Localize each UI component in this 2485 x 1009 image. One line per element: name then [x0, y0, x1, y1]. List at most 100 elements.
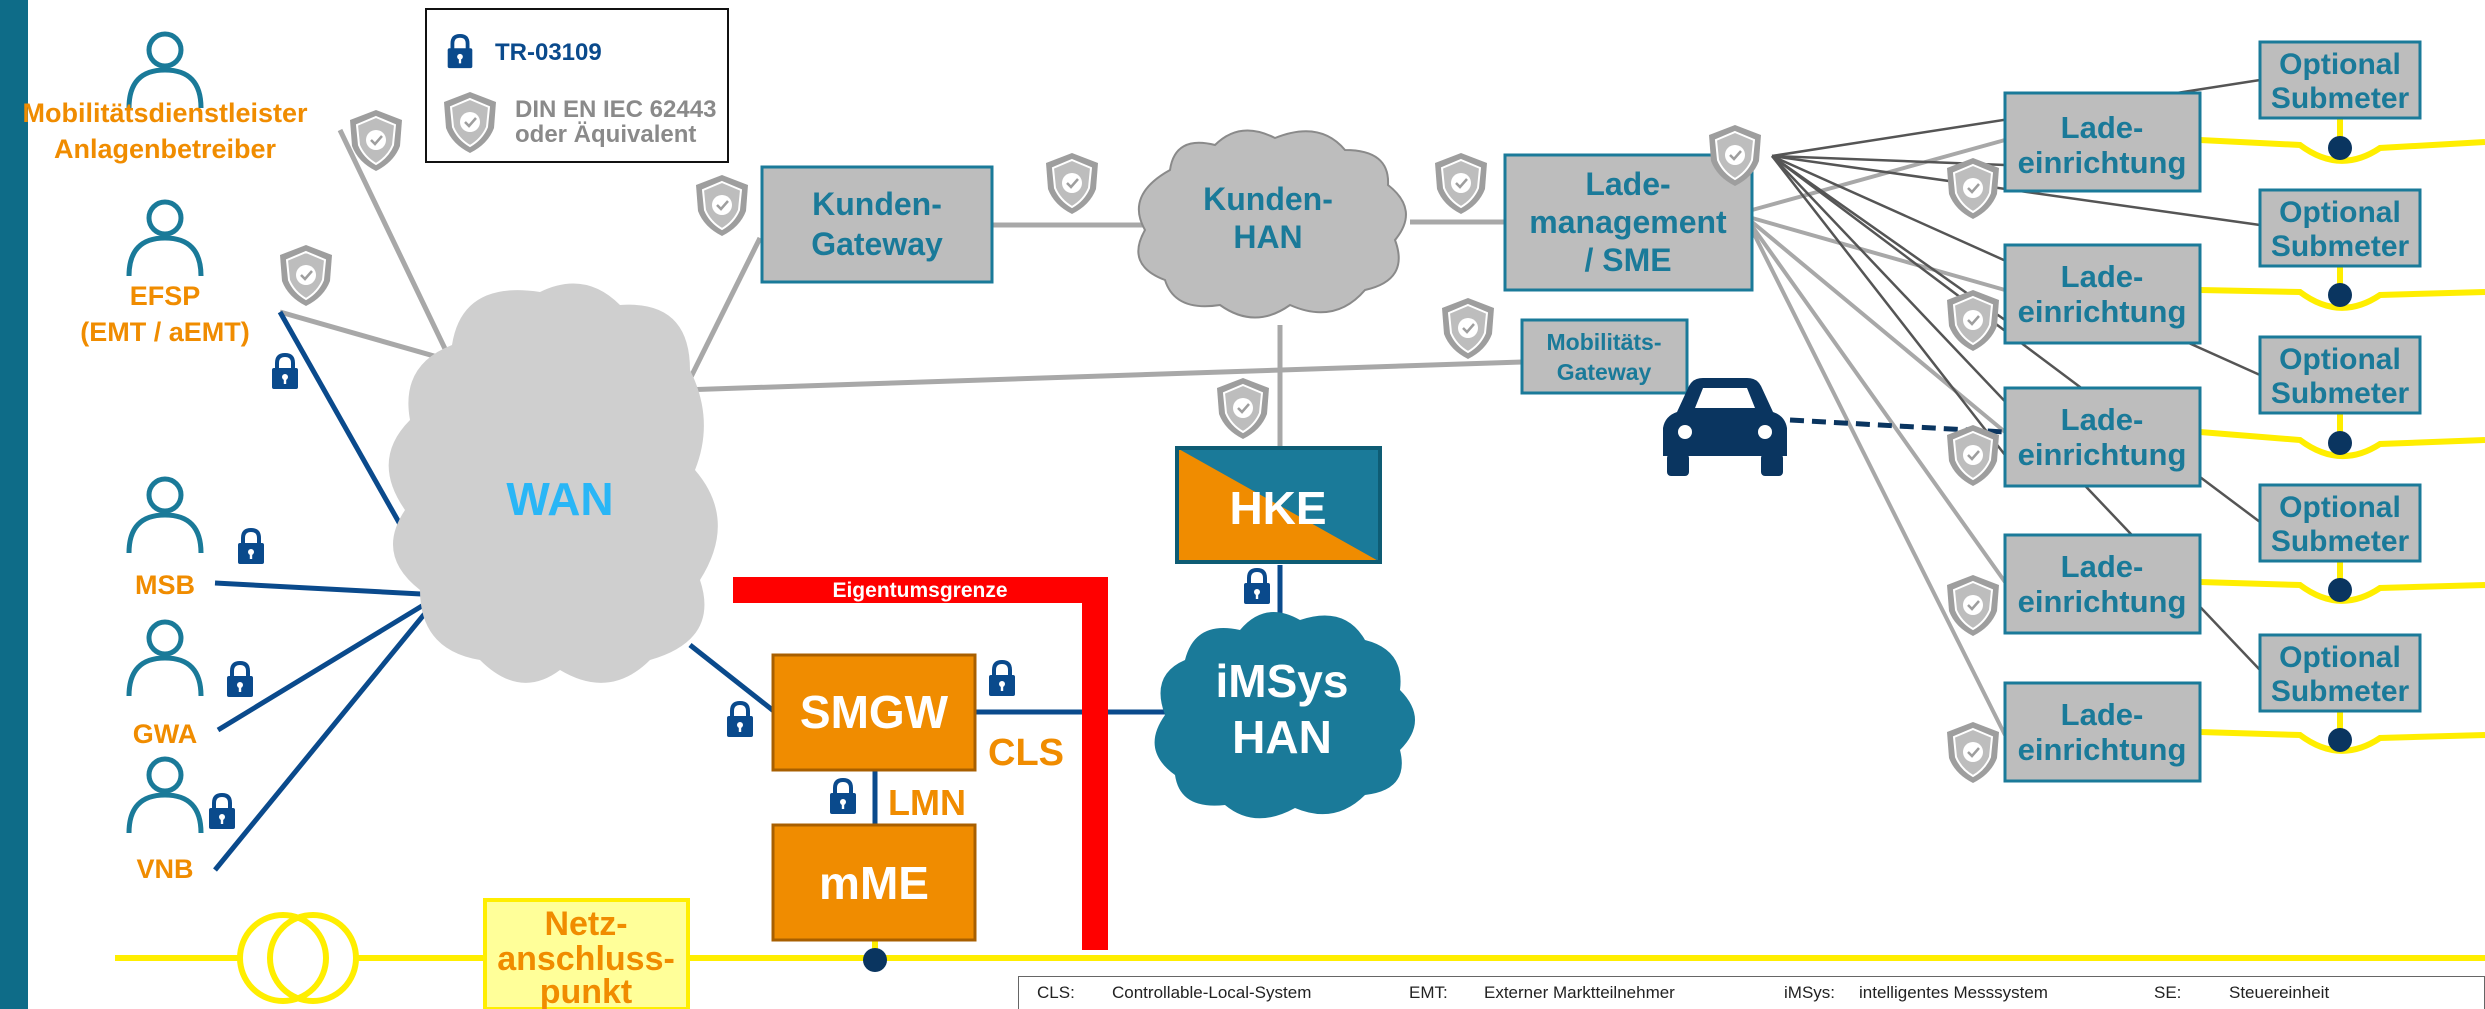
submeter-4-dot [2328, 578, 2352, 602]
lade-2[interactable]: Lade- einrichtung [2003, 243, 2202, 345]
submeter-2-dot [2328, 283, 2352, 307]
kunden-gateway-box[interactable] [760, 165, 994, 284]
legend-lock-label: TR-03109 [495, 38, 602, 66]
mobilitaets-gateway-label-1: Mobilitäts- [1547, 329, 1662, 355]
shield-icon-kunden-gateway-han [1044, 151, 1100, 216]
submeter-4[interactable]: Optional Submeter [2258, 483, 2422, 563]
submeter-5-label-2: Submeter [2271, 675, 2410, 708]
shield-icon-lade-5 [1945, 720, 2001, 785]
submeter-1-label-1: Optional [2279, 48, 2401, 81]
lock-icon-gwa [225, 661, 255, 699]
mme-box[interactable] [771, 823, 977, 942]
abbreviations-box: CLS: Controllable-Local-System EMT: Exte… [1018, 976, 2485, 1009]
lade-3[interactable]: Lade- einrichtung [2003, 386, 2202, 488]
transformer-coil-2 [267, 912, 359, 1004]
kunden-han-cloud [1137, 129, 1407, 319]
mobility-label-1: Mobilitätsdienstleister [22, 98, 308, 128]
submeter-5[interactable]: Optional Submeter [2258, 633, 2422, 713]
wan-cloud [388, 283, 718, 683]
vnb-label: VNB [136, 854, 193, 884]
submeter-2[interactable]: Optional Submeter [2258, 188, 2422, 268]
lade-1[interactable]: Lade- einrichtung [2003, 91, 2202, 193]
person-icon-vnb [129, 759, 201, 833]
submeter-5-label-1: Optional [2279, 641, 2401, 674]
efsp-label-2: (EMT / aEMT) [80, 317, 250, 347]
abbr-value: Controllable-Local-System [1112, 983, 1312, 1002]
mobility-label-2: Anlagenbetreiber [54, 134, 277, 164]
msb-label: MSB [135, 570, 195, 600]
netzanschlusspunkt-box[interactable] [483, 898, 690, 1009]
mobilitaets-gateway-box[interactable] [1520, 318, 1689, 395]
smgw-label: SMGW [800, 686, 949, 738]
kunden-han-label-1: Kunden- [1203, 181, 1333, 217]
lade-fan-grey [1750, 138, 2007, 736]
eigentumsgrenze-label: Eigentumsgrenze [832, 579, 1007, 602]
efsp-label-1: EFSP [130, 281, 201, 311]
navy-connections [213, 310, 1283, 872]
shield-icon-lade-1 [1945, 156, 2001, 221]
imsys-label-2: HAN [1232, 711, 1332, 763]
abbr-item-imsys: iMSys: intelligentes Messsystem [1784, 983, 2048, 1003]
lock-icon-msb [236, 528, 266, 566]
abbr-value: Steuereinheit [2229, 983, 2330, 1002]
car-icon [1663, 378, 1787, 476]
legend-lock-row: TR-03109 [443, 34, 602, 70]
person-icon-mobility [129, 34, 201, 108]
grey-connections [279, 128, 1523, 450]
legend-shield-label-1: DIN EN IEC 62443 [515, 96, 717, 123]
transformer-coil-1 [237, 912, 329, 1004]
shield-icon-han-hke [1215, 376, 1271, 441]
abbr-item-emt: EMT: Externer Marktteilnehmer [1409, 983, 1675, 1003]
submeter-2-label-1: Optional [2279, 196, 2401, 229]
eigentumsgrenze-bar [733, 577, 1108, 603]
submeter-3[interactable]: Optional Submeter [2258, 335, 2422, 415]
lademanagement-label-1: Lade- [1585, 166, 1670, 202]
lade-4[interactable]: Lade- einrichtung [2003, 533, 2202, 635]
abbr-value: Externer Marktteilnehmer [1484, 983, 1675, 1002]
netz-label-1: Netz- [544, 905, 627, 943]
kunden-gateway-label-1: Kunden- [812, 186, 942, 222]
abbr-key: iMSys: [1784, 983, 1835, 1002]
shield-icon-mobilitaets-gateway [1440, 296, 1496, 361]
lock-icon-efsp [270, 353, 300, 391]
person-icon-efsp [129, 202, 201, 276]
legend-box: TR-03109 DIN EN IEC 62443 oder Äquivalen… [425, 8, 729, 163]
submeter-4-label-2: Submeter [2271, 525, 2410, 558]
imsys-label-1: iMSys [1216, 655, 1349, 707]
lade-4-label-1: Lade- [2061, 549, 2144, 584]
lademanagement-box[interactable] [1503, 153, 1754, 292]
lock-icon-hke [1242, 568, 1272, 606]
person-icon-msb [129, 479, 201, 553]
submeter-1-label-2: Submeter [2271, 82, 2410, 115]
netz-label-3: punkt [540, 973, 633, 1009]
submeter-1[interactable]: Optional Submeter [2258, 40, 2422, 120]
abbr-item-cls: CLS: Controllable-Local-System [1037, 983, 1311, 1003]
lade-4-label-2: einrichtung [2018, 584, 2187, 619]
abbr-key: SE: [2154, 983, 2182, 1002]
kunden-gateway-label-2: Gateway [811, 226, 943, 262]
hke-box[interactable] [1175, 446, 1382, 564]
left-accent-bar [0, 0, 28, 1009]
smgw-box[interactable] [771, 653, 977, 772]
lade-2-label-1: Lade- [2061, 259, 2144, 294]
lock-icon-smgw-cls [987, 660, 1017, 698]
abbr-value: intelligentes Messsystem [1859, 983, 2048, 1002]
submeter-1-dot [2328, 136, 2352, 160]
grid-line [115, 940, 2485, 961]
lade-5[interactable]: Lade- einrichtung [2003, 681, 2202, 783]
abbr-key: EMT: [1409, 983, 1448, 1002]
abbr-item-se: SE: Steuereinheit [2154, 983, 2329, 1003]
submeter-4-label-1: Optional [2279, 491, 2401, 524]
mme-label: mME [819, 857, 929, 909]
wan-label: WAN [506, 473, 613, 525]
shield-icon-efsp [278, 243, 334, 308]
mobilitaets-gateway-label-2: Gateway [1557, 359, 1652, 385]
netz-label-2: anschluss- [497, 940, 675, 978]
eigentumsgrenze-vertical [1082, 577, 1108, 950]
gwa-label: GWA [133, 719, 198, 749]
abbr-key: CLS: [1037, 983, 1075, 1002]
shield-icon-lade-2 [1945, 288, 2001, 353]
shield-icon-lade-3 [1945, 423, 2001, 488]
